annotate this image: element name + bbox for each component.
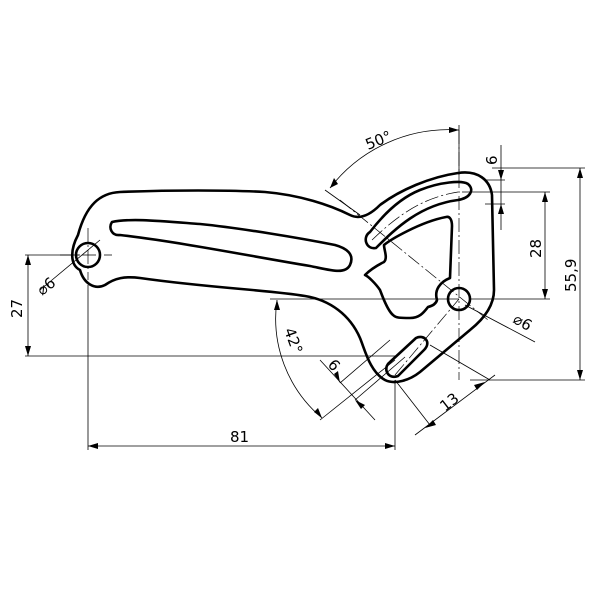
dim-81-label: 81 — [230, 428, 249, 446]
centerline-short-slot — [394, 298, 460, 376]
ext-13-a — [394, 379, 431, 426]
curved-slot — [364, 180, 473, 250]
centerline-curved-slot — [371, 191, 459, 241]
dim-559-label: 55,9 — [562, 259, 580, 292]
ext-6bot-a — [339, 339, 391, 384]
dim-13-label: 13 — [436, 389, 462, 415]
dim-27-label: 27 — [8, 299, 26, 318]
dim-6top-label: 6 — [483, 155, 501, 165]
serrated-cutout — [363, 215, 454, 320]
short-slot — [385, 335, 429, 379]
ext-13-b — [429, 344, 491, 381]
leader-hole-left — [39, 239, 101, 291]
dim-50-label: 50° — [363, 127, 394, 154]
dim-6bot — [319, 359, 376, 421]
part-outline — [70, 171, 496, 384]
leader-hole-right — [464, 304, 536, 343]
ext-6bot-b — [354, 356, 406, 401]
dim-42-label: 42° — [280, 325, 306, 356]
dim-28-label: 28 — [527, 239, 545, 258]
ext-42-diag — [319, 359, 396, 421]
dim-50-arc — [329, 129, 460, 189]
centerline-diagonal — [339, 199, 489, 321]
dim-6bot-label: 6 — [324, 356, 344, 375]
ext-50-diag — [324, 189, 361, 216]
long-slot — [109, 218, 353, 273]
dim-42-arc — [275, 299, 323, 419]
